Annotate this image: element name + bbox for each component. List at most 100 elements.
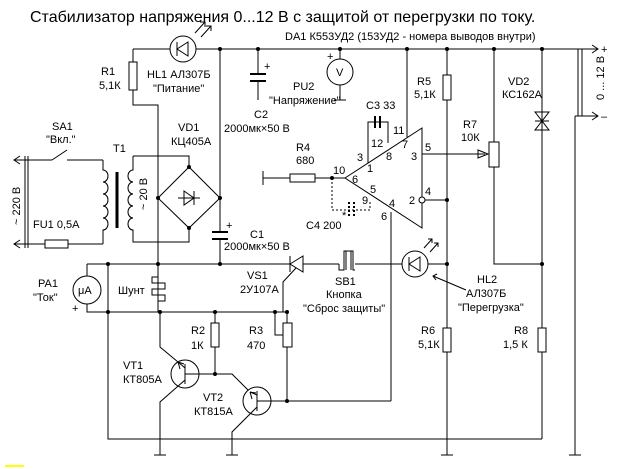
c2-plus: + (264, 61, 270, 73)
pu2-wire (334, 49, 346, 101)
hl2-ref: HL2 (477, 274, 497, 286)
hl2-type: АЛ307Б (466, 288, 506, 300)
pa1-wire (86, 264, 542, 440)
r6-value: 5,1К (418, 339, 440, 351)
c2-value: 2000мк×50 В (224, 123, 290, 135)
sa1-name: "Вкл." (46, 134, 76, 146)
vd2-type: КС162А (502, 89, 543, 101)
svg-text:10: 10 (333, 165, 345, 177)
pa1-ammeter (72, 275, 102, 305)
pu2-name: "Напряжение" (269, 95, 341, 107)
svg-text:7: 7 (402, 139, 408, 151)
r3-wire (274, 312, 288, 401)
svg-text:3: 3 (411, 151, 417, 163)
r5-ref: R5 (417, 76, 431, 88)
svg-text:8: 8 (386, 151, 392, 163)
sb1-button[interactable] (338, 250, 355, 271)
output-minus: – (601, 111, 608, 123)
svg-text:6: 6 (381, 211, 387, 223)
c4-label: C4 200 (306, 220, 341, 232)
vd1-type: КЦ405А (171, 136, 212, 148)
svg-text:6: 6 (352, 174, 358, 186)
c4-wire (331, 178, 371, 211)
t1-secondary: ~ 20 В (138, 178, 150, 210)
c1-capacitor (212, 231, 228, 240)
r1-ref: R1 (101, 66, 115, 78)
r8-ref: R8 (514, 325, 528, 337)
r7-wire (493, 49, 542, 265)
c1-ref: C1 (250, 229, 264, 241)
vt2-ref: VT2 (203, 392, 223, 404)
svg-text:11: 11 (393, 125, 404, 137)
c4-mark: * (342, 210, 347, 222)
c3-label: C3 33 (366, 100, 395, 112)
svg-text:4: 4 (389, 198, 395, 210)
vs1-thyristor (282, 255, 304, 312)
svg-text:5: 5 (370, 184, 376, 196)
svg-text:9: 9 (362, 195, 368, 207)
r1-resistor (128, 61, 138, 91)
sb1-ref: SB1 (335, 276, 356, 288)
c2-capacitor (250, 73, 266, 82)
r2-ref: R2 (191, 325, 205, 337)
hl2-name: "Перегрузка" (458, 302, 524, 314)
vs1-type: 2У107А (240, 284, 279, 296)
r2-resistor (210, 322, 220, 348)
t1-ref: T1 (113, 143, 126, 155)
transformer-t1 (102, 155, 190, 244)
r3-value: 470 (247, 340, 265, 352)
hl1-name: "Питание" (153, 83, 204, 95)
mains-label: ~ 220 В (11, 187, 23, 225)
r3-ref: R3 (249, 325, 263, 337)
r3-trimmer[interactable] (282, 322, 293, 348)
r6-resistor (442, 327, 452, 353)
r7-potentiometer[interactable] (488, 141, 500, 168)
output-terminal (574, 49, 599, 455)
pa1-plus: + (72, 303, 78, 315)
pa1-symbol: μA (78, 285, 92, 297)
diagram-title: Стабилизатор напряжения 0...12 В с защит… (30, 9, 535, 26)
da1-label: DA1 К553УД2 (153УД2 - номера выводов вну… (285, 31, 536, 43)
vt2-type: КТ815А (194, 406, 233, 418)
pa1-name: "Ток" (33, 292, 58, 304)
svg-text:4: 4 (425, 186, 431, 198)
c2-ref: C2 (254, 109, 268, 121)
svg-text:5: 5 (425, 142, 431, 154)
r8-value: 1,5 К (503, 339, 528, 351)
r1-wire (132, 49, 159, 312)
c3-capacitor (374, 116, 381, 128)
sa1-switch[interactable] (51, 149, 68, 161)
opamp-wires (367, 49, 485, 401)
hl2-led (401, 238, 467, 291)
vd2-ref: VD2 (508, 76, 529, 88)
svg-text:1: 1 (367, 163, 373, 175)
shunt-label: Шунт (118, 285, 145, 297)
sa1-ref: SA1 (52, 121, 73, 133)
svg-text:2: 2 (409, 195, 415, 207)
hl1-led (169, 21, 212, 63)
r4-ref: R4 (296, 142, 310, 154)
r5-resistor (442, 74, 452, 101)
r8-resistor (537, 327, 547, 353)
pu2-voltmeter (326, 58, 354, 86)
shunt-resistor (151, 264, 179, 363)
svg-text:12: 12 (371, 138, 383, 150)
hl1-ref: HL1 АЛ307Б (147, 69, 211, 81)
vt1-type: КТ805А (123, 374, 162, 386)
c1-value: 2000мк×50 В (224, 241, 290, 253)
vd2-zener (533, 49, 551, 439)
vd1-bridge (156, 165, 222, 230)
r5-r6-wire (441, 49, 453, 456)
c4-capacitor (348, 202, 355, 218)
r7-value: 10К (461, 132, 480, 144)
vd1-ref: VD1 (178, 122, 199, 134)
r7-ref: R7 (463, 119, 477, 131)
sb1-name: "Сброс защиты" (303, 303, 385, 315)
r2-value: 1К (191, 340, 204, 352)
pu2-symbol: V (336, 67, 344, 79)
r5-value: 5,1К (414, 89, 436, 101)
fu1-label: FU1 0,5А (33, 219, 80, 231)
opamp-pin-numbers: 10 6 3 1 12 8 11 7 3 5 5 9 4 6 2 4 (333, 125, 431, 223)
svg-text:3: 3 (357, 152, 363, 164)
sb1-type: Кнопка (326, 289, 363, 301)
